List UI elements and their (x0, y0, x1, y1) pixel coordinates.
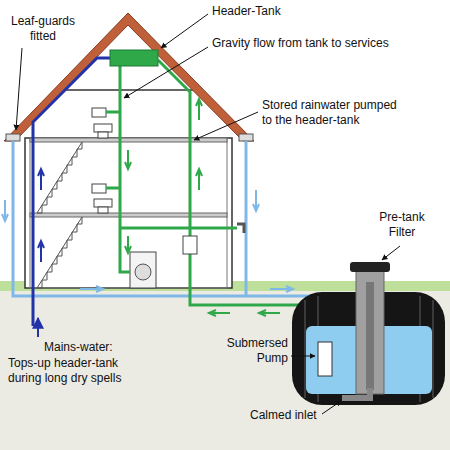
house-inner-wall (30, 138, 227, 288)
flow-arrow (259, 310, 280, 316)
floor (30, 213, 227, 217)
rainwater-pipe (13, 141, 356, 296)
toilet-bowl (94, 124, 112, 132)
gutter (239, 134, 253, 141)
callout-label: Submersed Pump (222, 336, 288, 366)
callout-label: Calmed inlet (250, 408, 340, 423)
flow-arrow (2, 200, 8, 221)
gutter (6, 134, 20, 141)
callout-label: Stored rainwater pumped to the header-ta… (262, 98, 404, 128)
submersed-pump (318, 342, 332, 376)
filter-core (366, 282, 374, 390)
filter-lid (350, 262, 390, 272)
toilet-pedestal (98, 207, 108, 213)
house-wall (25, 138, 232, 288)
pump-controller (183, 236, 197, 254)
rainwater-pipe (245, 141, 248, 296)
leader-line (16, 48, 22, 130)
staircase (37, 217, 82, 288)
header-tank (110, 50, 158, 66)
flow-arrow (125, 236, 131, 253)
leader-arrow (37, 318, 39, 337)
callout-label: Leaf-guards fitted (4, 14, 82, 44)
roof (4, 13, 254, 141)
mains-pipe (33, 58, 110, 326)
outside-tap (237, 224, 244, 233)
calmed-inlet (342, 388, 370, 398)
toilet-bowl (94, 199, 112, 207)
staircase (37, 217, 82, 288)
washing-machine-door (135, 264, 151, 280)
flow-arrow (270, 286, 293, 292)
leader-line (124, 47, 208, 98)
flow-arrow (196, 169, 202, 190)
flow-arrow (253, 190, 259, 211)
flow-arrow (209, 310, 230, 316)
callout-label: Mains-water: (44, 340, 144, 355)
leader-line (194, 112, 258, 140)
toilet-cistern (92, 108, 106, 117)
flow-arrow (196, 99, 202, 120)
flow-arrow (80, 286, 103, 292)
toilet-pedestal (98, 132, 108, 138)
leader-line (322, 401, 341, 414)
flow-arrow (38, 169, 44, 190)
toilet-cistern (92, 184, 106, 193)
callout-label: Header-Tank (212, 4, 312, 19)
flow-arrow (38, 241, 44, 262)
staircase (37, 142, 82, 213)
callout-label: Tops-up header-tank during long dry spel… (8, 356, 143, 386)
washing-machine (130, 252, 156, 288)
leader-line (161, 14, 208, 48)
loft-floor (58, 89, 198, 91)
callout-label: Gravity flow from tank to services (212, 36, 444, 51)
callout-label: Pre-tank Filter (372, 210, 432, 240)
flow-arrow (125, 150, 131, 169)
leader-line (382, 246, 400, 260)
leader-line (291, 356, 315, 357)
pre-tank-filter (356, 270, 384, 394)
staircase (37, 142, 82, 213)
